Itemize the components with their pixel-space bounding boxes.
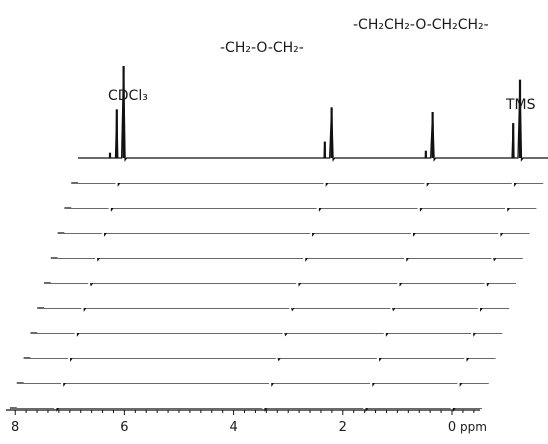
- spectrum-mask: [16, 383, 489, 408]
- peak-label-cdcl3: CDCl₃: [108, 88, 148, 104]
- peak-label-backbone: -CH₂CH₂-O-CH₂CH₂-: [353, 17, 489, 33]
- peak-labels: CDCl₃ -CH₂-O-CH₂- -CH₂CH₂-O-CH₂CH₂- TMS …: [108, 17, 536, 434]
- spectrum-1: [78, 65, 548, 183]
- spectrum-mask: [37, 308, 510, 333]
- spectrum-3: [64, 152, 537, 233]
- spectrum-mask: [44, 283, 516, 308]
- spectra-layer: [10, 65, 548, 433]
- peak-label-tms: TMS: [505, 97, 536, 113]
- spectrum-mask: [10, 408, 482, 433]
- x-tick-label: 0: [448, 420, 456, 435]
- x-tick-label: 6: [120, 420, 128, 435]
- x-axis: 8 6 4 2 0: [6, 409, 480, 435]
- spectrum-mask: [57, 233, 530, 258]
- x-tick-label: 4: [229, 420, 237, 435]
- spectrum-5: [50, 216, 523, 283]
- spectrum-trace: [78, 65, 548, 162]
- spectrum-mask: [78, 158, 548, 183]
- spectrum-mask: [64, 208, 537, 233]
- spectrum-mask: [71, 183, 544, 208]
- spectrum-2: [71, 109, 544, 208]
- spectrum-mask: [30, 333, 503, 358]
- x-unit-label: ppm: [460, 420, 487, 434]
- x-tick-label: 8: [11, 420, 19, 435]
- x-tick-label: 2: [339, 420, 347, 435]
- spectrum-mask: [23, 358, 496, 383]
- spectrum-mask: [50, 258, 523, 283]
- peak-label-ether: -CH₂-O-CH₂-: [220, 40, 304, 56]
